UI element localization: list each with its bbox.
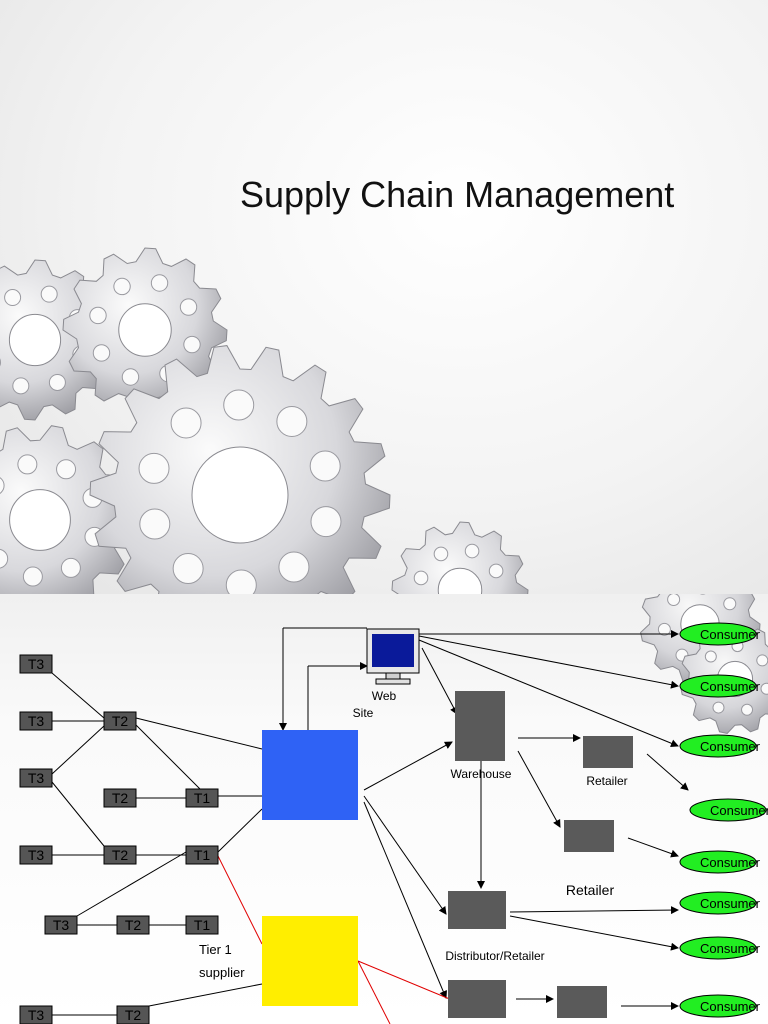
svg-text:Consumer: Consumer <box>710 803 768 818</box>
web-site-label-2: Site <box>353 706 374 720</box>
connector-line <box>76 851 187 917</box>
connector-line <box>421 647 458 715</box>
tier-node-t3: T3 <box>19 1005 53 1024</box>
tier-node-t3: T3 <box>19 711 53 731</box>
svg-text:T2: T2 <box>125 917 142 933</box>
gear-icon <box>0 425 136 594</box>
consumer-node: Consumer <box>679 734 761 758</box>
tier-node-t1: T1 <box>185 788 219 808</box>
distributor-box-2 <box>448 980 506 1018</box>
connector-line <box>363 741 453 791</box>
connector-line <box>217 855 263 945</box>
tier1-supplier-label-2: supplier <box>199 965 245 980</box>
manufacturer-box <box>262 730 358 820</box>
web-site-label: Web <box>372 689 397 703</box>
svg-text:Consumer: Consumer <box>700 627 761 642</box>
connector-line <box>217 808 263 853</box>
consumer-node: Consumer <box>679 994 761 1018</box>
connector-line <box>627 837 679 858</box>
svg-text:T2: T2 <box>112 713 129 729</box>
connector-line <box>148 983 263 1007</box>
title-slide: Supply Chain Management <box>0 0 768 594</box>
svg-text:T2: T2 <box>125 1007 142 1023</box>
svg-text:T1: T1 <box>194 917 211 933</box>
consumer-node: Consumer <box>679 936 761 960</box>
tier-node-t3: T3 <box>44 915 78 935</box>
tier1-supplier-box <box>262 916 358 1006</box>
connector-line <box>646 753 689 791</box>
consumer-node: Consumer <box>679 891 761 915</box>
connector-line <box>135 717 263 750</box>
svg-text:T1: T1 <box>194 790 211 806</box>
tier-node-t3: T3 <box>19 845 53 865</box>
consumer-node: Consumer <box>679 850 761 874</box>
svg-text:T3: T3 <box>28 847 45 863</box>
connector-line <box>509 915 679 951</box>
gear-icon <box>391 521 529 594</box>
tier-node-t1: T1 <box>185 915 219 935</box>
connector-line <box>357 960 453 1001</box>
distributor-retailer-label: Distributor/Retailer <box>445 949 544 963</box>
svg-text:T3: T3 <box>28 713 45 729</box>
svg-text:T1: T1 <box>194 847 211 863</box>
distributor-box-1 <box>448 891 506 929</box>
connector-line <box>51 672 105 719</box>
connector-line <box>363 801 447 999</box>
svg-text:Consumer: Consumer <box>700 999 761 1014</box>
consumer-node: Consumer <box>679 674 761 698</box>
tier-node-t3: T3 <box>19 768 53 788</box>
tier-node-t1: T1 <box>185 845 219 865</box>
connector-line <box>418 635 679 689</box>
svg-text:T3: T3 <box>28 656 45 672</box>
retailer-label-1: Retailer <box>586 774 627 788</box>
svg-text:T3: T3 <box>53 917 70 933</box>
retailer-label-2: Retailer <box>566 882 615 898</box>
tier1-supplier-label: Tier 1 <box>199 942 232 957</box>
svg-text:Consumer: Consumer <box>700 941 761 956</box>
tier-node-t2: T2 <box>103 845 137 865</box>
slide-title: Supply Chain Management <box>240 174 675 215</box>
retailer-box-2 <box>564 820 614 852</box>
retailer-box-1 <box>583 736 633 768</box>
gear-icon <box>89 345 391 594</box>
svg-text:Consumer: Consumer <box>700 896 761 911</box>
svg-text:T2: T2 <box>112 847 129 863</box>
gears-graphic <box>0 247 529 594</box>
connector-line <box>135 724 201 790</box>
tier-node-t2: T2 <box>116 915 150 935</box>
warehouse-label: Warehouse <box>451 767 512 781</box>
connector-line <box>51 725 105 775</box>
warehouse-box <box>455 691 505 761</box>
svg-text:T2: T2 <box>112 790 129 806</box>
retailer-box-3 <box>557 986 607 1018</box>
connector-line <box>363 795 447 915</box>
connector-line <box>509 906 679 915</box>
connector-line <box>357 960 391 1024</box>
connector-line <box>418 639 679 748</box>
svg-text:Consumer: Consumer <box>700 679 761 694</box>
tier-node-t2: T2 <box>103 711 137 731</box>
computer-icon <box>366 628 420 685</box>
tier-node-t2: T2 <box>116 1005 150 1024</box>
svg-text:Consumer: Consumer <box>700 855 761 870</box>
svg-text:Consumer: Consumer <box>700 739 761 754</box>
svg-text:T3: T3 <box>28 770 45 786</box>
consumer-node: Consumer <box>689 798 768 822</box>
tier-node-t2: T2 <box>103 788 137 808</box>
diagram-slide: Web Site Warehouse Retailer Retailer Dis… <box>0 594 768 1024</box>
consumer-node: Consumer <box>679 622 761 646</box>
connector-line <box>51 781 105 847</box>
svg-text:T3: T3 <box>28 1007 45 1023</box>
connector-line <box>517 750 561 828</box>
tier-node-t3: T3 <box>19 654 53 674</box>
supply-chain-diagram: Web Site Warehouse Retailer Retailer Dis… <box>19 594 768 1024</box>
